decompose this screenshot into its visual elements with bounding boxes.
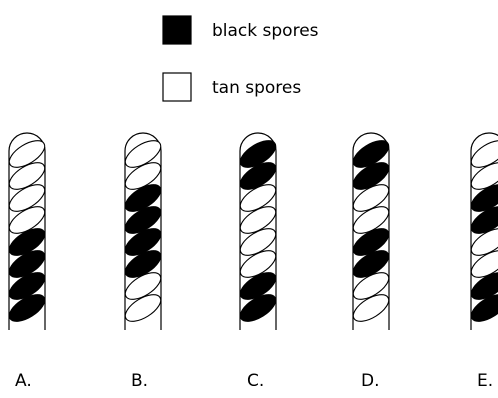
ascus-d — [349, 133, 393, 330]
ascus-e — [467, 133, 498, 330]
legend-black-label: black spores — [212, 21, 319, 41]
option-label-c: C. — [247, 371, 264, 391]
ascus-a — [5, 133, 49, 330]
legend-black-swatch — [163, 16, 191, 44]
option-label-b: B. — [131, 371, 148, 391]
ascus-b — [121, 133, 165, 330]
legend-tan-label: tan spores — [212, 78, 301, 98]
option-label-a: A. — [15, 371, 32, 391]
option-label-e: E. — [477, 371, 493, 391]
asci-group — [5, 133, 498, 330]
legend-tan-swatch — [163, 73, 191, 101]
legend: black spores tan spores — [163, 16, 319, 101]
ascus-c — [236, 133, 280, 330]
option-labels: A. B. C. D. E. — [15, 371, 493, 391]
option-label-d: D. — [361, 371, 380, 391]
